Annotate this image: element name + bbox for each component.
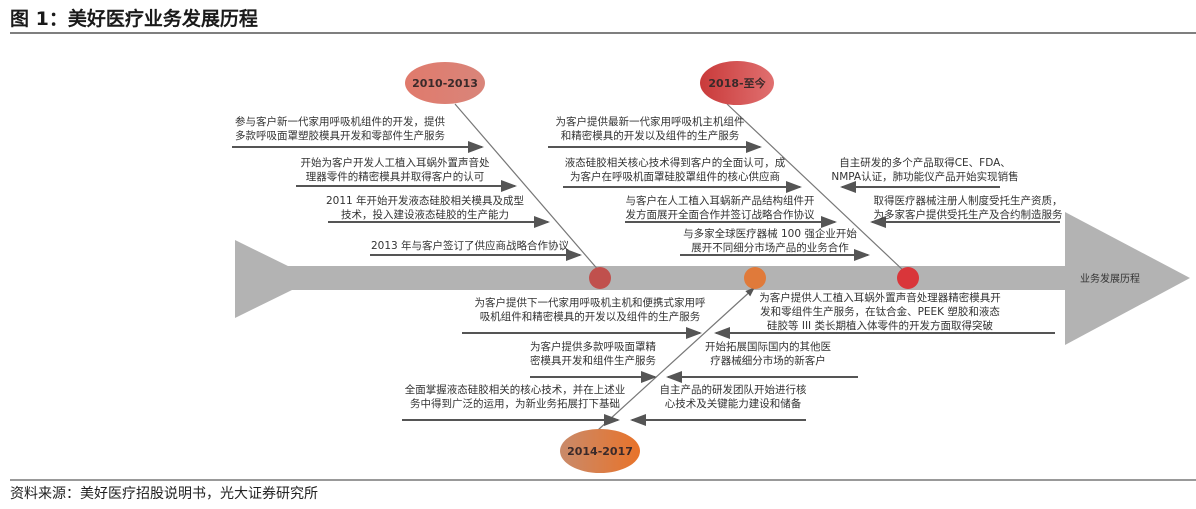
event-text: 为客户提供下一代家用呼吸机主机和便携式家用呼	[475, 296, 706, 309]
milestone-dot-1	[589, 267, 611, 289]
event-text: 吸机组件和精密模具的开发以及组件的生产服务	[480, 310, 701, 323]
event-text: 2013 年与客户签订了供应商战略合作协议	[371, 239, 570, 252]
spines	[454, 103, 906, 431]
era-bubble-2018-now	[700, 61, 774, 105]
event-text: 发和零组件生产服务，在钛合金、PEEK 塑胶和液态	[760, 305, 1000, 318]
event-text: 开始为客户开发人工植入耳蜗外置声音处	[301, 156, 490, 169]
event-text: 为客户提供多款呼吸面罩精	[530, 340, 656, 353]
event-text: 全面掌握液态硅胶相关的核心技术，并在上述业	[405, 383, 626, 396]
era-label: 2014-2017	[567, 445, 633, 458]
event-text: 液态硅胶相关核心技术得到客户的全面认可，成	[565, 156, 786, 169]
event-text: 与多家全球医疗器械 100 强企业开始	[683, 227, 857, 240]
event-text: 多款呼吸面罩塑胶模具开发和零部件生产服务	[235, 129, 445, 142]
event-text: 开始拓展国际国内的其他医	[705, 340, 831, 353]
milestone-dot-3	[897, 267, 919, 289]
axis-label: 业务发展历程	[1080, 272, 1140, 285]
event-text: 2011 年开始开发液态硅胶相关模具及成型	[326, 194, 524, 207]
source-note: 资料来源：美好医疗招股说明书，光大证券研究所	[10, 486, 318, 502]
event-text: NMPA认证，肺功能仪产品开始实现销售	[831, 170, 1018, 183]
era-label: 2018-至今	[708, 76, 766, 90]
event-text: 硅胶等 III 类长期植入体零件的开发方面取得突破	[767, 319, 993, 332]
event-text: 与客户在人工植入耳蜗新产品结构组件开	[626, 194, 815, 207]
era-bubble-2010-2013	[405, 62, 485, 104]
figure-title: 图 1：美好医疗业务发展历程	[10, 8, 258, 30]
event-texts: 参与客户新一代家用呼吸机组件的开发，提供 多款呼吸面罩塑胶模具开发和零部件生产服…	[235, 115, 1063, 410]
event-text: 为客户提供最新一代家用呼吸机主机组件	[556, 115, 745, 128]
branch-arrows	[232, 141, 1060, 426]
event-text: 理器零件的精密模具并取得客户的认可	[306, 170, 485, 183]
event-text: 为客户提供人工植入耳蜗外置声音处理器精密模具开	[759, 291, 1001, 304]
event-text: 心技术及关键能力建设和储备	[665, 397, 802, 410]
milestone-dot-2	[744, 267, 766, 289]
event-text: 为客户在呼吸机面罩硅胶罩组件的核心供应商	[570, 170, 780, 183]
event-text: 密模具开发和组件生产服务	[530, 354, 656, 367]
event-text: 自主产品的研发团队开始进行核	[660, 383, 807, 396]
event-text: 和精密模具的开发以及组件的生产服务	[561, 129, 740, 142]
event-text: 为多家客户提供受托生产及合约制造服务	[874, 208, 1063, 221]
event-text: 参与客户新一代家用呼吸机组件的开发，提供	[235, 115, 445, 128]
event-text: 取得医疗器械注册人制度受托生产资质，	[874, 194, 1063, 207]
event-text: 务中得到广泛的运用，为新业务拓展打下基础	[410, 397, 620, 410]
event-text: 疗器械细分市场的新客户	[710, 354, 826, 367]
main-axis-arrow: 业务发展历程	[235, 212, 1190, 345]
era-bubble-2014-2017	[560, 429, 640, 473]
event-text: 技术，投入建设液态硅胶的生产能力	[341, 208, 509, 221]
event-text: 展开不同细分市场产品的业务合作	[691, 241, 849, 254]
era-label: 2010-2013	[412, 77, 478, 90]
event-text: 自主研发的多个产品取得CE、FDA、	[839, 156, 1011, 169]
event-text: 发方面展开全面合作并签订战略合作协议	[626, 208, 815, 221]
